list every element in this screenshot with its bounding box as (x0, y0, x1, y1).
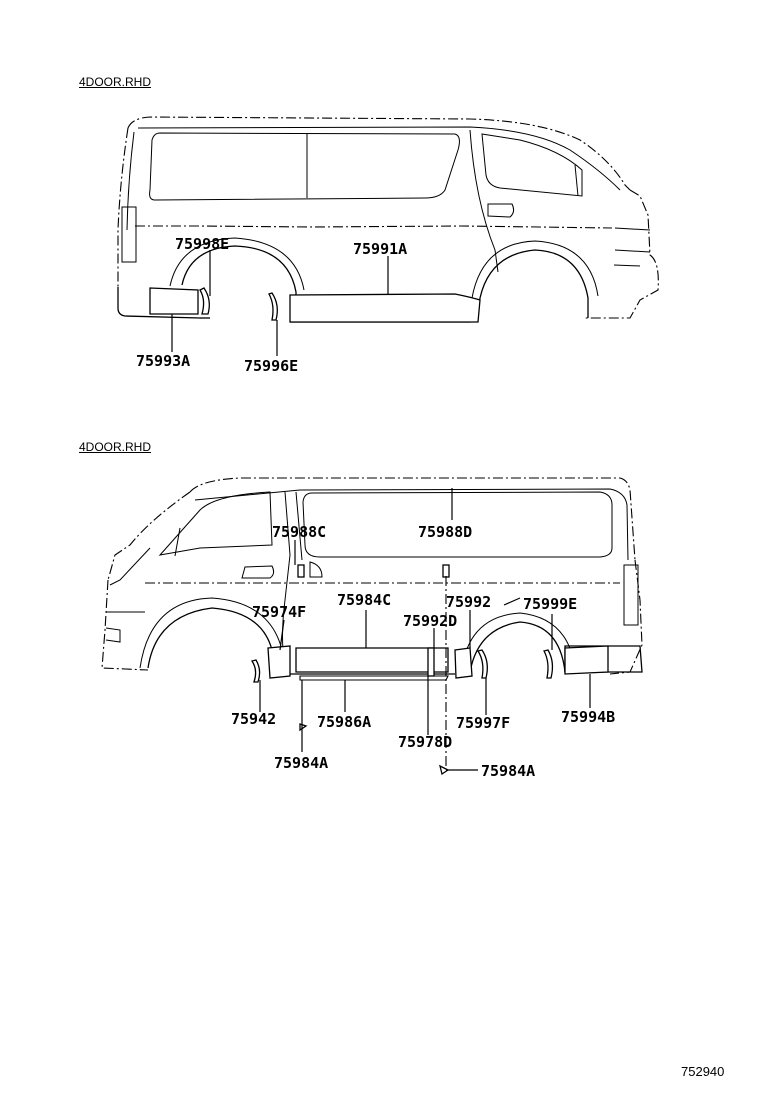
label-75998E: 75998E (175, 235, 229, 253)
top-part-labels: 75998E 75991A 75993A 75996E (136, 235, 407, 375)
label-75974F: 75974F (252, 603, 306, 621)
part-75996E-shape (268, 292, 278, 321)
bottom-van-parts (250, 564, 609, 776)
label-75988D: 75988D (418, 523, 472, 541)
part-75988D-shape (442, 564, 450, 578)
bottom-diagram-caption: 4DOOR.RHD (79, 440, 152, 454)
part-75984A-right-shape (439, 764, 450, 776)
part-75993A-shape (149, 287, 199, 315)
label-75984A-right: 75984A (481, 762, 535, 780)
label-75994B: 75994B (561, 708, 615, 726)
bottom-van-body (101, 477, 643, 675)
top-leaders (171, 250, 389, 356)
part-75999E-shape (543, 649, 554, 679)
label-75984C: 75984C (337, 591, 391, 609)
part-75988C-shape (297, 564, 305, 578)
label-75942: 75942 (231, 710, 276, 728)
part-75992D-shape (454, 647, 473, 679)
bottom-leaders (259, 488, 591, 771)
label-75986A: 75986A (317, 713, 371, 731)
label-75997F: 75997F (456, 714, 510, 732)
drawing-number: 752940 (681, 1064, 725, 1079)
part-75994B-shape (564, 645, 609, 675)
top-van-parts (149, 287, 278, 321)
part-75986A-shape (299, 675, 449, 681)
top-van-body (117, 116, 659, 323)
label-75996E: 75996E (244, 357, 298, 375)
label-75999E: 75999E (523, 595, 577, 613)
part-75984A-left-shape (299, 723, 308, 732)
label-75992: 75992 (446, 593, 491, 611)
part-75997F-shape (476, 649, 488, 679)
part-75998E-shape (199, 287, 210, 315)
part-75984C-shape (295, 647, 449, 673)
bottom-part-labels: 75988C 75988D 75974F 75984C 75992 75999E… (231, 523, 615, 780)
label-75984A-left: 75984A (274, 754, 328, 772)
label-75988C: 75988C (272, 523, 326, 541)
label-75993A: 75993A (136, 352, 190, 370)
top-diagram-caption: 4DOOR.RHD (79, 75, 152, 89)
part-75942-shape (250, 659, 261, 683)
label-75978D: 75978D (398, 733, 452, 751)
part-75978D-shape (427, 647, 435, 677)
label-75992D: 75992D (403, 612, 457, 630)
label-75991A: 75991A (353, 240, 407, 258)
part-75974F-shape (267, 645, 291, 679)
